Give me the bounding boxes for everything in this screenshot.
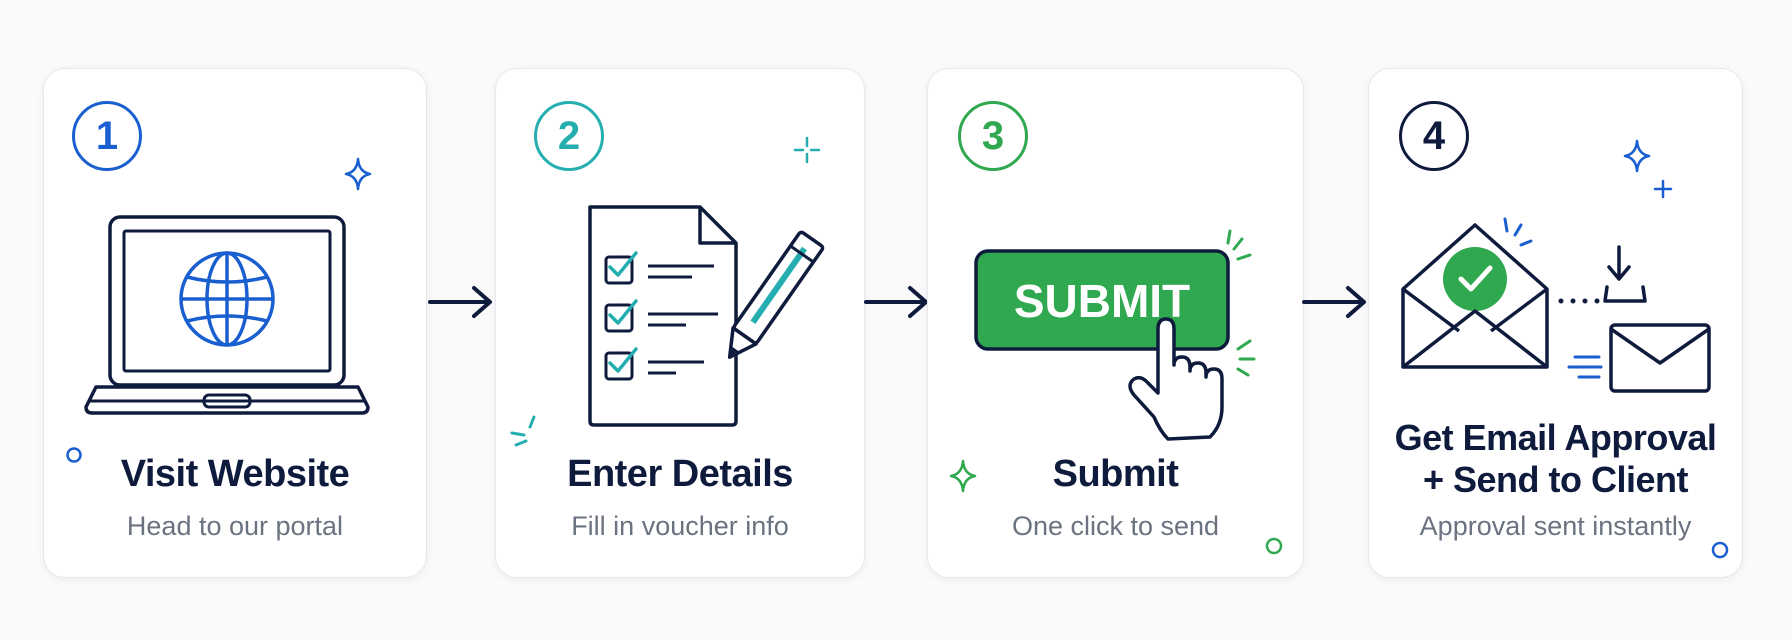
sparkle-icon [1623, 139, 1673, 199]
laptop-globe-icon [84, 215, 370, 415]
sparkle-icon [344, 157, 372, 191]
arrow-right-icon [1302, 286, 1366, 318]
step-number-badge: 2 [534, 101, 604, 171]
submit-click-icon: SUBMIT [974, 229, 1256, 441]
sparkle-cross-icon [793, 136, 821, 164]
step-subtitle: One click to send [1011, 511, 1220, 541]
email-approval-icon [1401, 217, 1711, 393]
step-number-badge: 1 [72, 101, 142, 171]
step-subtitle: Head to our portal [126, 511, 344, 541]
step-title: Enter Details [567, 453, 793, 495]
spark-lines-icon [510, 415, 536, 447]
arrow-right-icon [428, 286, 492, 318]
checklist-pencil-icon [588, 205, 825, 427]
dot-circle-icon [1711, 541, 1729, 559]
step-subtitle: Fill in voucher info [571, 511, 789, 541]
dot-circle-icon [1265, 537, 1283, 555]
arrow-right-icon [864, 286, 928, 318]
step-title-line-2: + Send to Client [1422, 459, 1689, 500]
step-number-badge: 4 [1399, 101, 1469, 171]
step-title-line-1: Get Email Approval [1394, 417, 1717, 458]
step-title: Visit Website [120, 453, 350, 495]
step-card-1: 1 Visit Website Head to our portal [43, 68, 427, 578]
step-card-3: 3 SUBMIT Submit One click to send [927, 68, 1304, 578]
step-number-badge: 3 [958, 101, 1028, 171]
submit-button-label: SUBMIT [1014, 275, 1190, 327]
step-card-2: 2 [495, 68, 865, 578]
dot-circle-icon [66, 447, 82, 463]
step-title: Submit [1052, 453, 1179, 495]
step-subtitle: Approval sent instantly [1419, 511, 1692, 541]
step-title: Get Email Approval + Send to Client [1369, 417, 1742, 501]
sparkle-icon [949, 459, 977, 493]
step-card-4: 4 Get Email Approv [1368, 68, 1743, 578]
